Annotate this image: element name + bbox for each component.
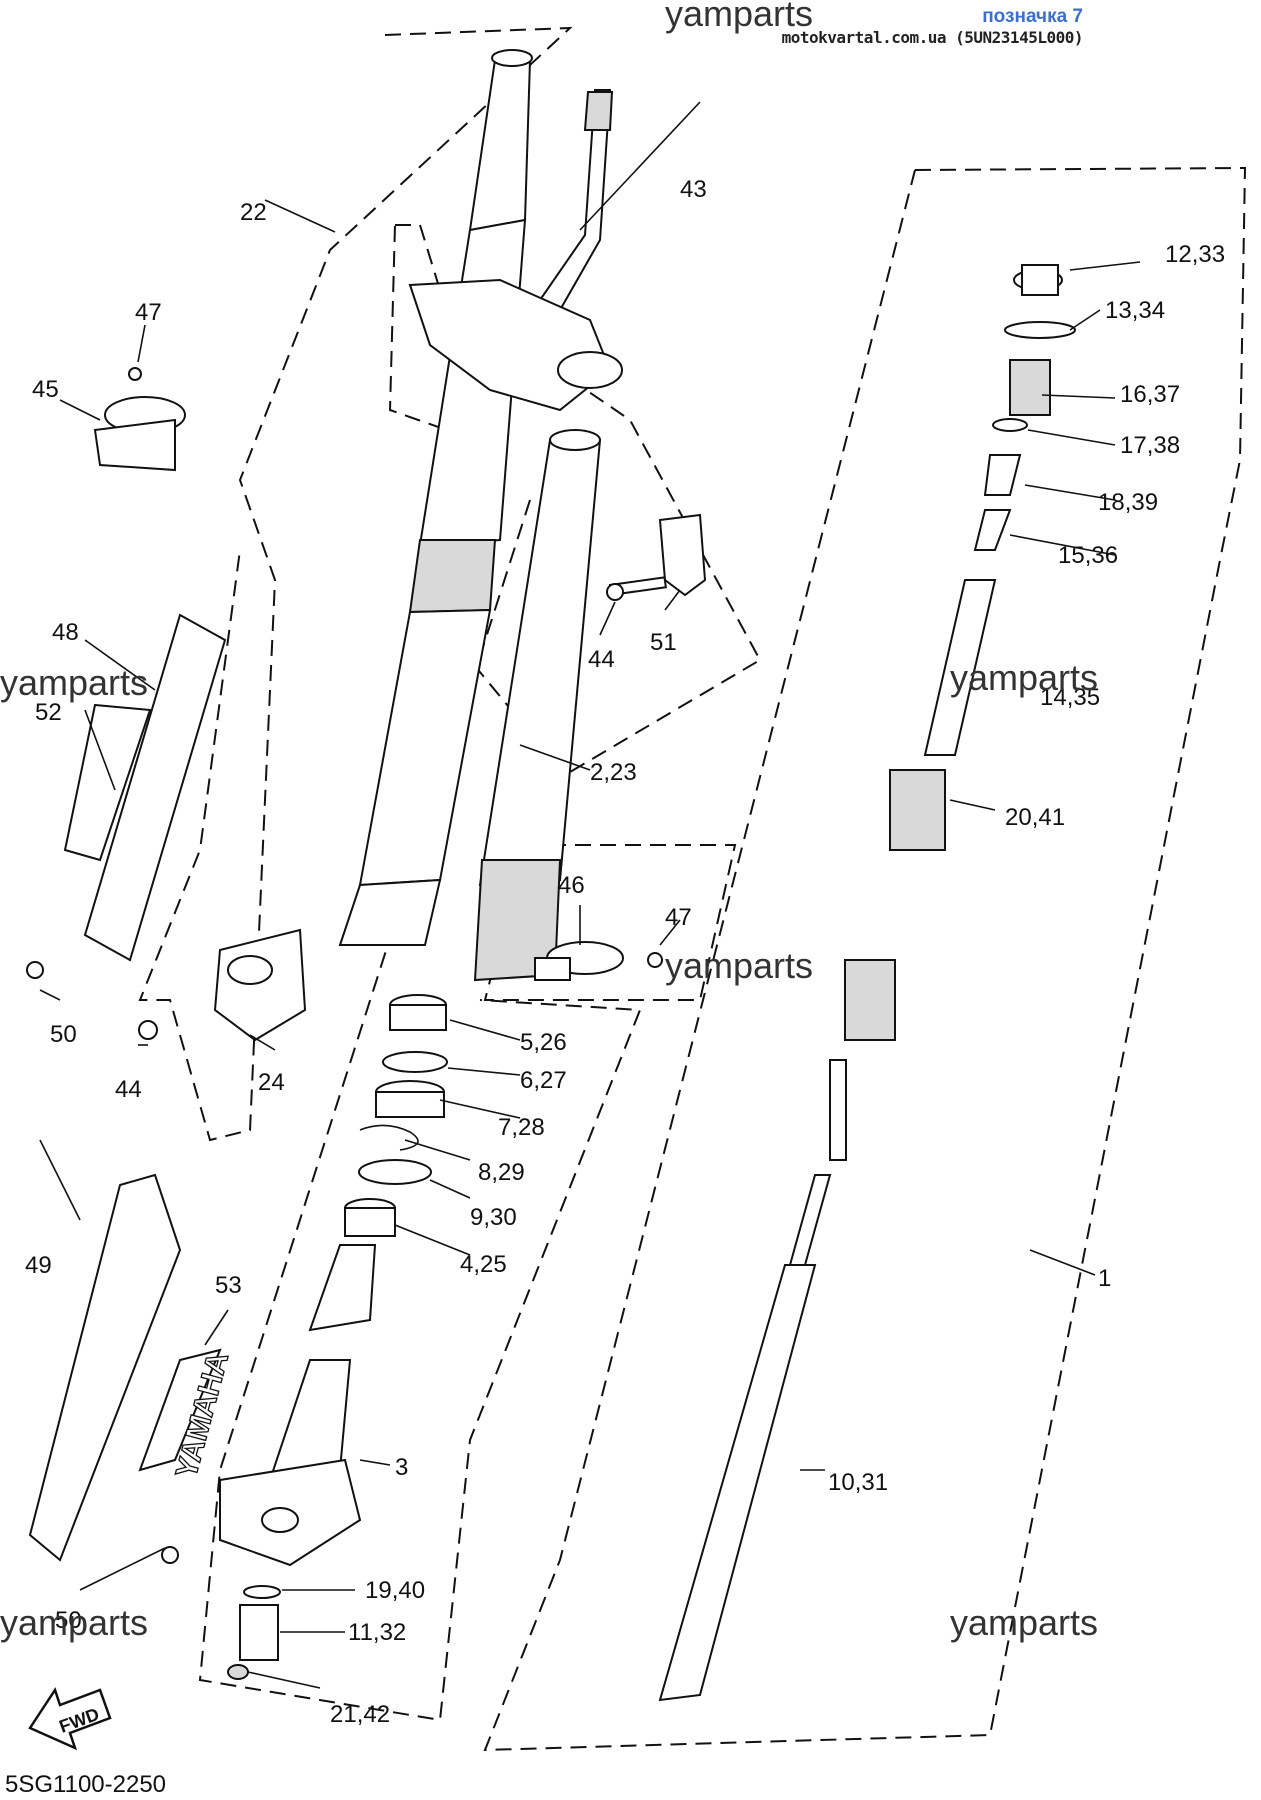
watermark-middle: yamparts: [665, 945, 813, 986]
bolt-47-left: [128, 367, 142, 381]
callout-44-upper: 44: [588, 646, 615, 673]
callout-47-left: 47: [135, 299, 162, 326]
callout-50-lower: 50: [55, 1607, 82, 1634]
callout-47-right: 47: [665, 904, 692, 931]
callout-11-32: 11,32: [348, 1619, 406, 1646]
callout-22: 22: [240, 199, 267, 226]
handlebar-clamp: [93, 396, 186, 472]
lower-fork-leg: [219, 1244, 377, 1567]
callout-51: 51: [650, 629, 677, 656]
header-link[interactable]: позначка 7: [982, 6, 1083, 27]
header-site-text: motokvartal.com.ua (5UN23145L000): [781, 28, 1084, 47]
fork-clamp: [534, 941, 624, 981]
lower-bracket: [408, 278, 623, 412]
leader-lines: [39, 101, 1141, 1689]
callout-50-upper: 50: [50, 1021, 77, 1048]
steering-stem: [538, 89, 614, 312]
callout-12-33: 12,33: [1165, 241, 1225, 268]
fork-guard-lower: [28, 1173, 222, 1562]
callout-43: 43: [680, 176, 707, 203]
watermark-top: yamparts: [665, 0, 813, 34]
watermark-bottom-right: yamparts: [950, 1602, 1098, 1643]
callout-45: 45: [32, 376, 59, 403]
inner-tube: [473, 429, 602, 982]
base-valve-parts: [227, 1585, 281, 1680]
callout-4-25: 4,25: [460, 1251, 507, 1278]
bolt-50-upper: [26, 961, 44, 979]
callout-52: 52: [35, 699, 62, 726]
callout-17-38: 17,38: [1120, 432, 1180, 459]
callout-18-39: 18,39: [1098, 489, 1158, 516]
bolt-47-right: [647, 952, 663, 968]
callout-19-40: 19,40: [365, 1577, 425, 1604]
callout-24: 24: [258, 1069, 285, 1096]
fork-guard-upper: [63, 613, 227, 962]
callout-53: 53: [215, 1272, 242, 1299]
cartridge-parts: [658, 264, 1076, 1702]
outline-upper-bracket-group: [388, 224, 762, 777]
bolt-50-lower: [161, 1546, 179, 1564]
callout-49: 49: [25, 1252, 52, 1279]
callout-8-29: 8,29: [478, 1159, 525, 1186]
callout-2-23: 2,23: [590, 759, 637, 786]
diagram-code: 5SG1100-2250: [5, 1771, 166, 1798]
bolt-44-upper: [606, 583, 624, 601]
fwd-arrow-icon: FWD: [28, 1687, 112, 1751]
callout-48: 48: [52, 619, 79, 646]
callout-1: 1: [1098, 1265, 1111, 1292]
callout-13-34: 13,34: [1105, 297, 1165, 324]
watermark-bottom-left: yamparts: [0, 1602, 148, 1643]
callout-7-28: 7,28: [498, 1114, 545, 1141]
callout-20-41: 20,41: [1005, 804, 1065, 831]
outline-outer-tube-group: [138, 26, 573, 1142]
watermark-right: yamparts: [950, 657, 1098, 698]
callout-14-35: 14,35: [1040, 684, 1100, 711]
axle-bracket-upper: [213, 928, 307, 1042]
callout-9-30: 9,30: [470, 1204, 517, 1231]
callout-15-36: 15,36: [1058, 542, 1118, 569]
callout-10-31: 10,31: [828, 1469, 888, 1496]
callout-44-lower: 44: [115, 1076, 142, 1103]
callout-46: 46: [558, 872, 585, 899]
callout-5-26: 5,26: [520, 1029, 567, 1056]
seal-stack: [344, 994, 448, 1237]
brake-hose-guide: [608, 513, 707, 597]
callout-21-42: 21,42: [330, 1701, 390, 1728]
outline-cartridge-group: [483, 166, 1247, 1752]
watermark-left: yamparts: [0, 662, 148, 703]
callout-3: 3: [395, 1454, 408, 1481]
callout-6-27: 6,27: [520, 1067, 567, 1094]
bolt-44-lower: [138, 1020, 158, 1040]
callout-16-37: 16,37: [1120, 381, 1180, 408]
